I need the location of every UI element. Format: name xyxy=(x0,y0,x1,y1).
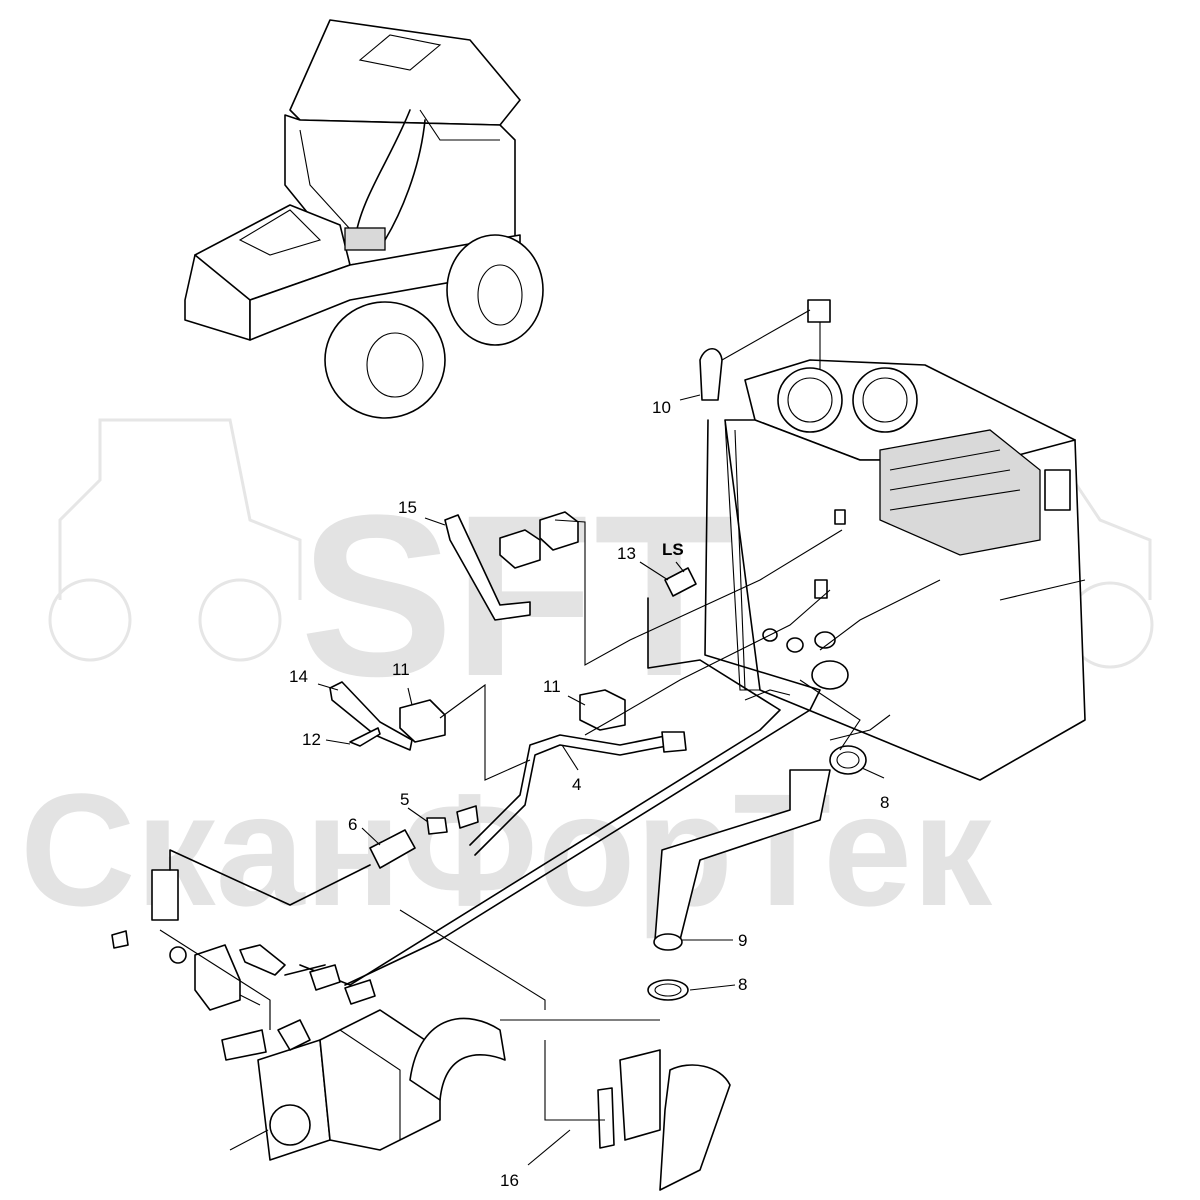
machine-wheels xyxy=(324,234,544,419)
callout-6: 6 xyxy=(348,815,357,834)
callout-16: 16 xyxy=(500,1171,519,1190)
hose-fittings xyxy=(309,964,376,1005)
elbow-fitting-10 xyxy=(699,299,831,401)
hose-clamp-8-upper xyxy=(829,745,867,775)
bracket-15 xyxy=(444,514,531,621)
fitting-5 xyxy=(426,805,479,835)
clamp-11-lower xyxy=(399,699,446,743)
tank-port-right xyxy=(852,367,918,433)
clamp-11-upper xyxy=(579,689,626,731)
suction-hose-9 xyxy=(653,769,831,951)
watermark-tractor-left xyxy=(48,418,302,662)
relief-valve-block xyxy=(111,869,286,1011)
control-valve-block xyxy=(879,429,1071,556)
callout-9: 9 xyxy=(738,931,747,950)
callout-11-right: 11 xyxy=(543,677,561,696)
callout-11-left: 11 xyxy=(392,660,410,679)
callout-labels: 10 15 13 LS 14 11 11 12 4 5 6 8 9 8 16 xyxy=(289,398,889,1190)
callout-4: 4 xyxy=(572,775,581,794)
leader-lines xyxy=(229,394,885,1166)
watermark-logo: SFT xyxy=(300,467,734,724)
callout-13: 13 xyxy=(617,544,636,563)
callout-15: 15 xyxy=(398,498,417,517)
hydraulic-pump xyxy=(221,1009,506,1161)
callout-14: 14 xyxy=(289,667,308,686)
hose-clamp-8-lower xyxy=(647,979,689,1001)
clamp-upper-15 xyxy=(499,511,579,569)
bracket-14 xyxy=(329,681,413,751)
callout-ls: LS xyxy=(662,540,684,559)
bolt-12 xyxy=(349,727,381,747)
watermark-company: СканФорТек xyxy=(20,760,993,939)
tank-valve-assembly xyxy=(699,299,1086,781)
tank-port-left xyxy=(777,367,843,433)
pump-suction-elbow xyxy=(409,1017,506,1101)
valve-cylinder xyxy=(1044,469,1071,511)
tank-return-port xyxy=(811,660,849,690)
callout-5: 5 xyxy=(400,790,409,809)
callout-10: 10 xyxy=(652,398,671,417)
fitting-13 xyxy=(664,567,697,597)
machine-valve-box xyxy=(344,227,386,251)
watermark: SFT СканФорТек xyxy=(20,418,1154,939)
callout-8-upper: 8 xyxy=(880,793,889,812)
callout-12: 12 xyxy=(302,730,321,749)
filter-16 xyxy=(597,1049,731,1191)
pipe-4 xyxy=(469,731,687,856)
hose-end-left xyxy=(151,869,179,921)
machine-illustration xyxy=(184,19,544,419)
hose-routes xyxy=(169,419,821,986)
coupling-6 xyxy=(369,829,416,869)
assembly-lines xyxy=(159,519,941,1121)
callout-8-lower: 8 xyxy=(738,975,747,994)
